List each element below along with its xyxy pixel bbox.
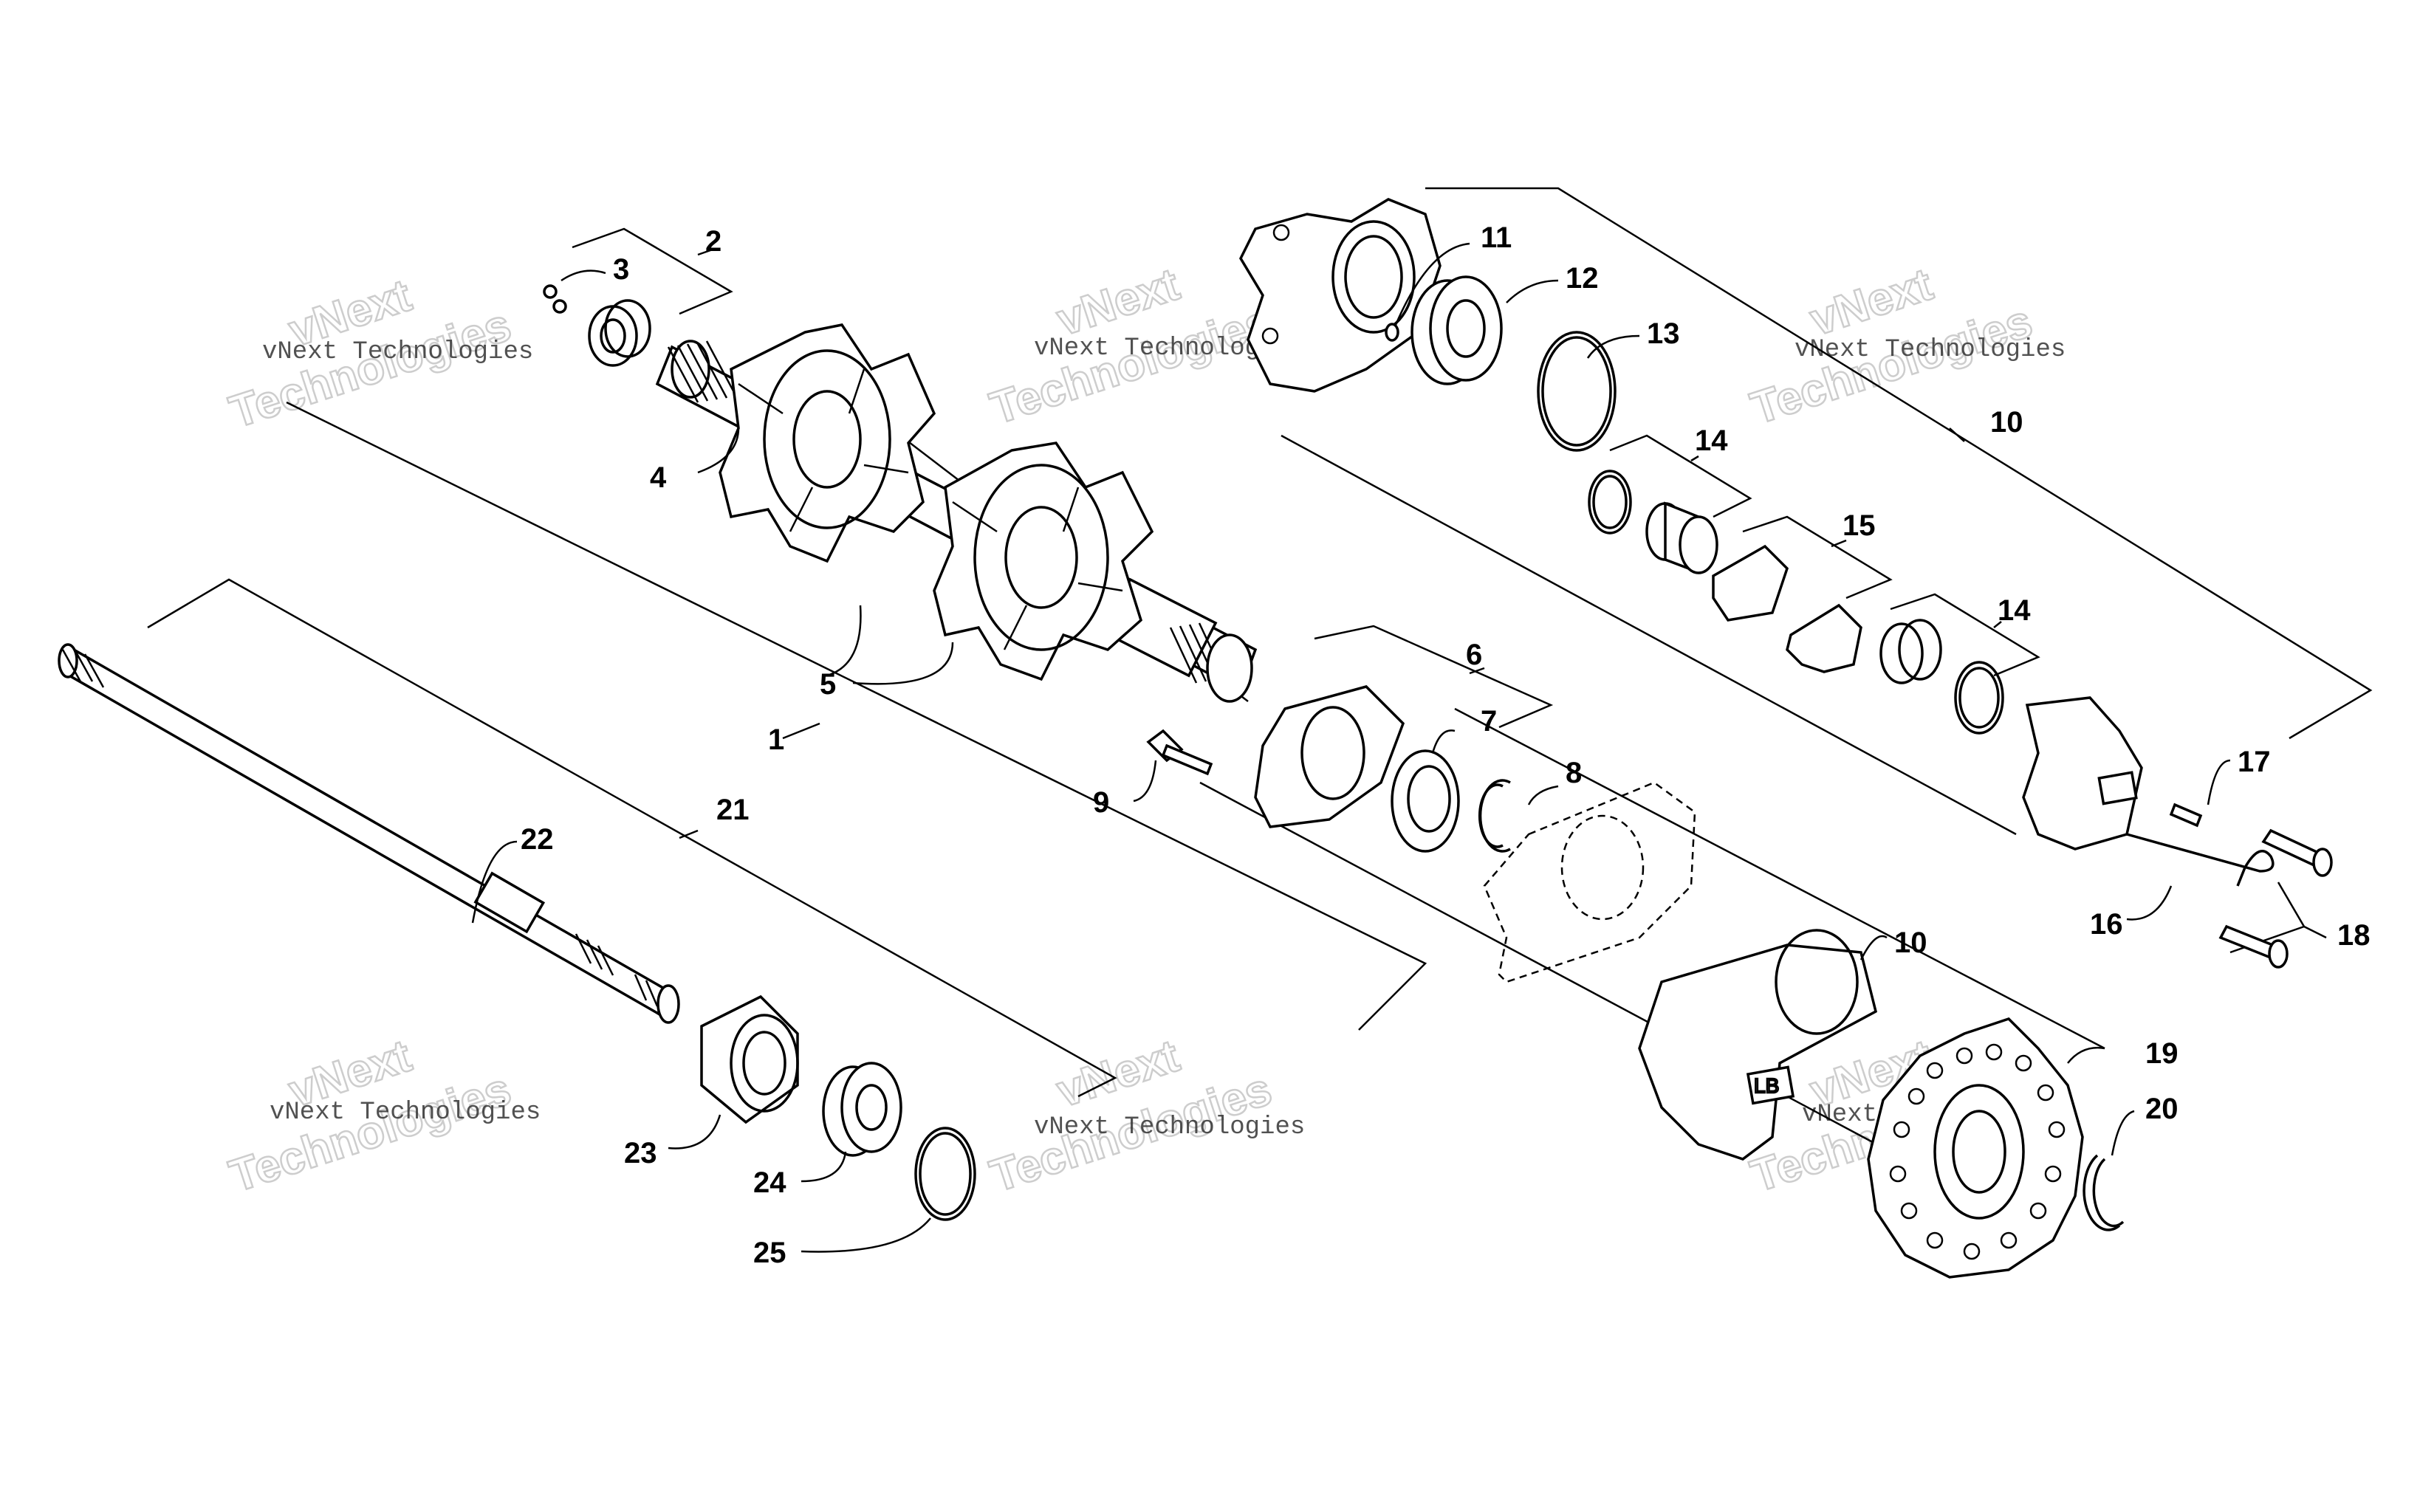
bracket-15 (1742, 515, 1893, 599)
callout-6: 6 (1466, 639, 1482, 671)
leader-17 (2207, 759, 2231, 805)
leader-13 (1586, 334, 1640, 359)
callout-23: 23 (624, 1137, 657, 1169)
part-25-ring (914, 1127, 976, 1221)
part-10-caliper-upper (1239, 198, 1442, 393)
leader-11 (1394, 242, 1470, 326)
bracket-14-top (1609, 434, 1752, 518)
callout-10-lower: 10 (1894, 927, 1927, 959)
part-14-sleeve-top (1645, 501, 1718, 574)
dashed-guard (1483, 781, 1696, 983)
svg-text:vNext Technologies: vNext Technologies (262, 338, 533, 366)
leader-24 (801, 1151, 847, 1183)
part-2-bushing (588, 299, 651, 367)
bracket-14-bottom (1890, 593, 2040, 677)
part-14-ring-bottom (1954, 661, 2004, 735)
leader-7 (1431, 729, 1456, 754)
leader-8 (1527, 785, 1559, 805)
callout-16: 16 (2090, 908, 2123, 941)
callout-11: 11 (1481, 221, 1512, 254)
part-12-bearing (1410, 275, 1503, 385)
callout-1: 1 (768, 724, 784, 756)
leader-25 (801, 1217, 931, 1253)
leader-23 (668, 1114, 721, 1150)
callout-3: 3 (613, 253, 629, 286)
callout-14-upper: 14 (1695, 425, 1728, 457)
part-9-bolt (1146, 729, 1213, 776)
callout-13: 13 (1647, 317, 1680, 350)
watermark-bottom-center: vNext Technologies vNext Technologies (984, 1029, 1306, 1203)
bracket-10-main (1425, 187, 2373, 740)
callout-18: 18 (2337, 919, 2371, 952)
leader-12 (1506, 279, 1559, 303)
callout-14-lower: 14 (1998, 594, 2031, 627)
part-19-brake-disc (1867, 1017, 2084, 1279)
part-8-snap-ring (1478, 779, 1511, 853)
callout-22: 22 (521, 823, 554, 856)
part-15-pad-top (1712, 544, 1789, 622)
part-24-bearing (822, 1062, 902, 1157)
part-22-axle (58, 643, 680, 1024)
leader-19 (2067, 1046, 2105, 1064)
part-17-bleeder (2169, 803, 2203, 828)
callout-7: 7 (1481, 705, 1497, 738)
dashed-guard-hole (1560, 814, 1645, 921)
callout-5: 5 (820, 668, 836, 701)
part-5-sprocket-left (719, 323, 936, 563)
callout-17: 17 (2238, 746, 2271, 778)
part-10-caliper-lower: LB (1638, 929, 1878, 1161)
part-3-balls (543, 269, 606, 314)
callout-2: 2 (705, 225, 721, 258)
part-6-gasket (1254, 685, 1405, 828)
bracket-1 (286, 401, 1427, 1031)
part-7-seal (1391, 749, 1460, 853)
leader-5 (826, 605, 954, 685)
part-20-circlip (2083, 1154, 2125, 1231)
part-11-dowel (1385, 323, 1399, 342)
leader-16 (2126, 885, 2173, 921)
svg-text:vNext Technologies: vNext Technologies (1795, 336, 2066, 364)
part-14-sleeve-bottom (1879, 619, 1942, 684)
part-16-pin (2126, 833, 2275, 887)
callout-19: 19 (2145, 1037, 2179, 1070)
leader-10-lower (1859, 935, 1888, 961)
leader-9 (1133, 760, 1157, 803)
callout-8: 8 (1566, 757, 1582, 789)
watermark-bottom-left: vNext Technologies vNext Technologies (223, 1029, 541, 1203)
part-13-ring (1537, 331, 1617, 452)
part-caliper-right (2022, 696, 2143, 850)
watermark-top-left: vNext Technologies vNext Technologies (223, 269, 534, 439)
bracket-6 (1314, 625, 1554, 729)
callout-24: 24 (753, 1166, 786, 1199)
svg-text:vNext Technologies: vNext Technologies (1034, 1113, 1305, 1141)
callout-20: 20 (2145, 1093, 2179, 1125)
svg-text:LB: LB (1754, 1074, 1779, 1097)
bracket-2 (572, 227, 733, 315)
leader-4 (697, 427, 740, 474)
callout-21: 21 (716, 794, 750, 826)
callout-4: 4 (650, 461, 667, 494)
part-23-flange (700, 994, 799, 1124)
callout-10-upper: 10 (1990, 406, 2023, 439)
leader-20 (2111, 1110, 2135, 1156)
svg-text:vNext Technologies: vNext Technologies (270, 1099, 541, 1127)
callout-15: 15 (1843, 509, 1876, 542)
callout-12: 12 (1566, 262, 1599, 295)
part-18-bolt-bottom (2218, 924, 2289, 969)
callout-9: 9 (1093, 786, 1109, 819)
part-5-sprocket-right (933, 441, 1154, 681)
leader-22 (471, 840, 518, 924)
part-18-bolt-top (2261, 828, 2333, 877)
part-15-pad-bottom (1786, 603, 1862, 673)
callout-25: 25 (753, 1237, 786, 1269)
bracket-21 (147, 578, 1117, 1098)
part-14-ring-top (1588, 470, 1632, 535)
